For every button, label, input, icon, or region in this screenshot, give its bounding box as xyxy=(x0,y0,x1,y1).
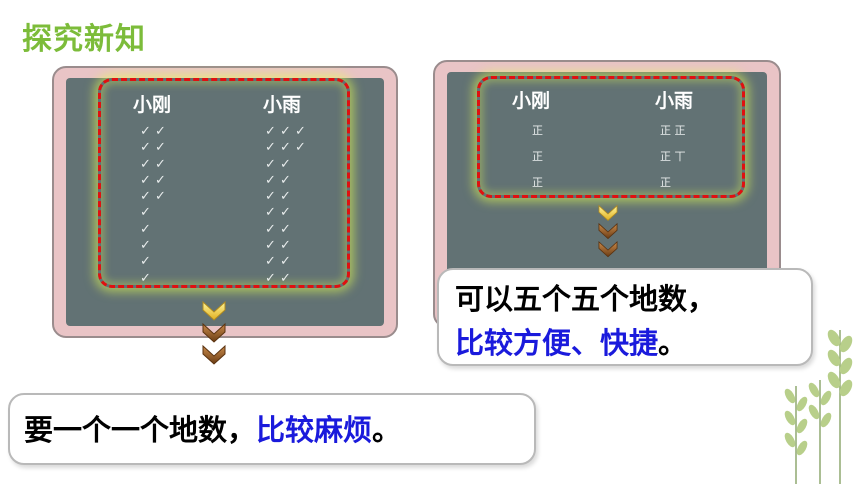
check-row: ✓ ✓ xyxy=(265,270,291,286)
check-marks-xiaoyu: ✓ ✓ ✓✓ ✓ ✓✓ ✓✓ ✓✓ ✓✓ ✓✓ ✓✓ ✓✓ ✓✓ ✓ xyxy=(265,124,306,287)
left-blackboard xyxy=(52,66,398,338)
tally-row: 正 xyxy=(532,176,543,189)
right-name-xiaogang: 小刚 xyxy=(512,90,551,112)
tally-row: 正 xyxy=(660,176,671,189)
chevron-down-arrows-icon xyxy=(202,300,226,365)
check-row: ✓ xyxy=(140,254,151,270)
check-row: ✓ ✓ xyxy=(140,140,166,156)
check-row: ✓ ✓ xyxy=(265,156,291,172)
highlight-text: 比较麻烦 xyxy=(256,413,373,447)
plant-decoration-icon xyxy=(784,329,853,484)
punctuation: 。 xyxy=(658,326,688,360)
tally-row: 正 xyxy=(532,150,543,163)
check-row: ✓ ✓ xyxy=(265,221,291,237)
chevron-down-arrows-icon xyxy=(598,204,618,258)
tally-row: 正 正 xyxy=(660,124,686,137)
tally-row: 正 xyxy=(532,124,543,137)
tally-marks-xiaoyu: 正 正正 丅正 xyxy=(660,118,686,196)
left-highlight-frame xyxy=(98,78,350,288)
check-row: ✓ ✓ xyxy=(140,124,166,139)
check-row: ✓ xyxy=(140,238,151,254)
highlight-text: 比较方便、快捷 xyxy=(455,326,659,360)
check-row: ✓ xyxy=(140,270,151,286)
page-title: 探究新知 xyxy=(22,22,146,57)
right-highlight-frame xyxy=(477,76,745,198)
tally-marks-xiaogang: 正正正 xyxy=(532,118,543,196)
check-row: ✓ ✓ xyxy=(265,172,291,188)
left-explanation-bubble: 要一个一个地数，比较麻烦。 xyxy=(8,393,536,465)
check-row: ✓ ✓ ✓ xyxy=(265,140,306,156)
check-row: ✓ ✓ xyxy=(140,189,166,205)
check-row: ✓ xyxy=(140,221,151,237)
check-row: ✓ ✓ xyxy=(265,238,291,254)
punctuation: 。 xyxy=(372,413,402,447)
check-row: ✓ ✓ xyxy=(140,156,166,172)
right-explanation-bubble: 可以五个五个地数， 比较方便、快捷。 xyxy=(437,268,813,366)
check-row: ✓ ✓ xyxy=(140,172,166,188)
bubble-line-2: 比较方便、快捷。 xyxy=(455,321,811,365)
right-name-xiaoyu: 小雨 xyxy=(655,90,694,112)
left-name-xiaoyu: 小雨 xyxy=(263,94,302,116)
bubble-text-start: 要一个一个地数， xyxy=(24,413,257,447)
check-row: ✓ ✓ ✓ xyxy=(265,124,306,139)
check-marks-xiaogang: ✓ ✓✓ ✓✓ ✓✓ ✓✓ ✓✓✓✓✓✓ xyxy=(140,124,166,287)
check-row: ✓ xyxy=(140,205,151,221)
check-row: ✓ ✓ xyxy=(265,254,291,270)
tally-row: 正 丅 xyxy=(660,150,686,163)
left-name-xiaogang: 小刚 xyxy=(133,94,172,116)
check-row: ✓ ✓ xyxy=(265,205,291,221)
slate-surface xyxy=(66,78,384,326)
bubble-line-1: 可以五个五个地数， xyxy=(455,282,717,316)
check-row: ✓ ✓ xyxy=(265,189,291,205)
